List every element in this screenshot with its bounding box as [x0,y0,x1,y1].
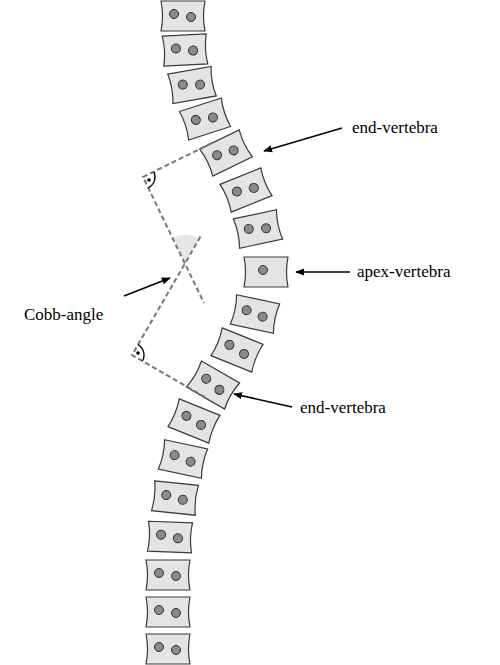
vertebra [146,634,190,664]
leader-arrow [124,278,170,296]
vertebra [168,399,220,443]
callout-label: apex-vertebra [357,262,450,282]
vertebra [179,98,230,140]
vertebra [146,560,190,590]
vertebra [147,521,192,553]
leader-arrow [234,394,292,407]
callout-label: end-vertebra [300,398,386,418]
vertebra [146,597,190,627]
vertebra [230,295,279,333]
vertebra [158,440,207,478]
vertebra [168,66,217,103]
vertebra [211,328,263,372]
vertebra [244,257,288,287]
angle-sector [173,235,199,263]
endplate-line [143,143,212,303]
callout-label: end-vertebra [352,118,438,138]
vertebra [162,34,208,66]
endplate-line [132,234,205,397]
vertebra [186,361,239,409]
vertebra [152,481,199,515]
vertebra [161,1,205,31]
leader-arrow [264,128,342,151]
callout-label: Cobb-angle [24,305,103,325]
vertebra [233,210,282,248]
vertebra [220,168,272,212]
right-angle-dot [136,351,140,355]
vertebra [200,130,253,176]
right-angle-dot [147,178,151,182]
leader-arrow [296,271,350,273]
